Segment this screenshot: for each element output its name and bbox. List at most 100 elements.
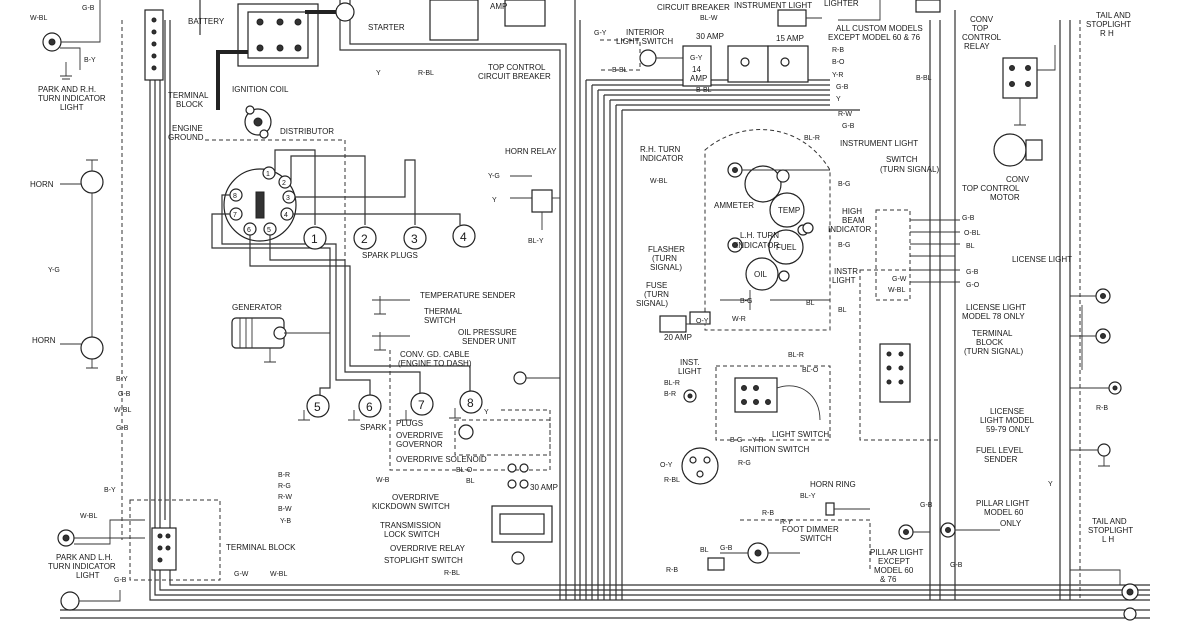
tail-lh-label-3: L H [1102, 535, 1114, 544]
park-lh-light [57, 519, 145, 547]
wire-code: R-B [666, 567, 678, 574]
flasher-label-3: Signal) [650, 263, 682, 272]
wire-code: B-Bl [696, 87, 712, 94]
harness-right-vertical [929, 10, 1081, 600]
wire-code: W-Bl [114, 407, 131, 414]
wire-code: G-B [114, 577, 127, 584]
fuel-level-sender [1070, 443, 1111, 467]
harness-left-vertical [121, 20, 171, 540]
high-beam-indicator [802, 222, 814, 234]
stoplight-switch-label: Stoplight Switch [384, 556, 463, 565]
park-lh-label-3: Light [76, 571, 100, 580]
wire-code: Y-B [280, 518, 291, 525]
svg-text:1: 1 [311, 232, 318, 246]
wire-code-tags: W-Bl G-B B-Y Y R-Bl Y-G Y-G Y Bl-Y B-Y G… [30, 5, 1108, 584]
fuel-label: Fuel [776, 243, 797, 252]
oil-pressure-label-2: Sender Unit [462, 337, 516, 346]
conv-top-motor-label-2: Top Control [962, 184, 1020, 193]
generator [231, 317, 330, 363]
instrument-light-label: Instrument Light [840, 139, 918, 148]
wire-code: R-G [278, 483, 291, 490]
distributor-label: Distributor [280, 127, 334, 136]
inst-light-label-1: Inst. [680, 358, 700, 367]
distributor-terminal: 4 [280, 207, 294, 221]
ignition-switch [681, 447, 719, 485]
amp20-label: 20 Amp [664, 333, 692, 342]
high-beam-label-1: High [842, 207, 862, 216]
custom-models-label-2: Except Model 60 & 76 [828, 33, 921, 42]
wire-code: B-R [664, 391, 676, 398]
overdrive-governor-label-2: Governor [396, 440, 443, 449]
distributor-terminal: 6 [243, 222, 257, 236]
terminal-block-ts-label-2: Block [976, 338, 1004, 347]
starter [335, 0, 546, 41]
lh-turn-label-1: L.H. Turn [740, 231, 779, 240]
lh-turn-indicator [727, 237, 743, 253]
instrument-cluster: Temp Fuel Oil [704, 129, 831, 331]
distributor-terminal: 5 [263, 222, 277, 236]
park-rh-label-2: Turn Indicator [38, 94, 106, 103]
fuse-label-2: (Turn [644, 290, 669, 299]
svg-text:8: 8 [467, 396, 474, 410]
circled-number: 1 [303, 226, 327, 250]
wire-code: Y [376, 70, 381, 77]
oil-pressure-sender [513, 371, 560, 385]
oil-pressure-label-1: Oil Pressure [458, 328, 517, 337]
wire-code: B-W [278, 506, 292, 513]
plugs-bottom-label: Plugs [396, 419, 423, 428]
wire-code: W-B [376, 477, 390, 484]
tail-lh-label-1: Tail and [1092, 517, 1127, 526]
ammeter-label: Ammeter [714, 201, 754, 210]
foot-dimmer-label-1: Foot Dimmer [782, 525, 839, 534]
wire-code: B-R [278, 472, 290, 479]
wire-code: R-B [1096, 405, 1108, 412]
foot-dimmer-label-2: Switch [800, 534, 832, 543]
harness-center-vertical [579, 20, 860, 600]
svg-text:7: 7 [233, 212, 237, 219]
terminal-block-turn-signal [879, 343, 911, 403]
temperature-sender-label: Temperature Sender [420, 291, 516, 300]
conv-top-relay-label-3: Control [962, 33, 1002, 42]
circled-number: 5 [306, 394, 330, 418]
park-rh-label-3: Light [60, 103, 84, 112]
license-lights [1070, 288, 1122, 395]
wire-code: Bl [700, 547, 709, 554]
lh-turn-label-2: Indicator [736, 241, 779, 250]
wire-code: Bl [966, 243, 975, 250]
wire-code: Bl [466, 478, 475, 485]
wire-code: G-B [920, 502, 933, 509]
license-light-59-label-3: 59-79 Only [986, 425, 1031, 434]
inst-light-label-2: Light [678, 367, 702, 376]
ignition-coil-label: Ignition Coil [232, 85, 289, 94]
wire-code: G-B [842, 123, 855, 130]
svg-text:8: 8 [233, 193, 237, 200]
wire-code: O-Bl [964, 230, 980, 237]
rh-turn-label-2: Indicator [640, 154, 683, 163]
wire-code: B-Y [104, 487, 116, 494]
horn-bottom-label: Horn [32, 336, 56, 345]
lighter-label: Lighter [824, 0, 859, 8]
distributor: 1 2 3 4 5 6 7 8 [205, 139, 471, 395]
svg-text:5: 5 [314, 400, 321, 414]
wire-code: Y-R [832, 72, 843, 79]
horn-relay-label: Horn Relay [505, 147, 557, 156]
amp30-label: 30 Amp [696, 32, 724, 41]
overdrive-solenoid-label: Overdrive Solenoid [396, 455, 487, 464]
terminal-block-ts-label-3: (Turn Signal) [964, 347, 1023, 356]
instrument-light-top-label: Instrument Light [734, 1, 812, 10]
flasher-fuse [659, 311, 711, 333]
pillar-except-label-3: Model 60 [874, 566, 914, 575]
wire-code: B-G [730, 437, 742, 444]
horn-top-label: Horn [30, 180, 54, 189]
circuit-breaker-label: Circuit Breaker [657, 3, 730, 12]
amp15-label: 15 Amp [776, 34, 804, 43]
wire-code: G-B [950, 562, 963, 569]
conv-cable-label-1: Conv. Gd. Cable [400, 350, 470, 359]
wire-code: W-Bl [888, 287, 905, 294]
small-connector-bottom [707, 557, 725, 571]
light-switch [715, 365, 831, 441]
engine-ground-label-2: Ground [168, 133, 204, 142]
wire-code: Bl [838, 307, 847, 314]
wire-code: Y [1048, 481, 1053, 488]
circled-number: 3 [403, 226, 427, 250]
